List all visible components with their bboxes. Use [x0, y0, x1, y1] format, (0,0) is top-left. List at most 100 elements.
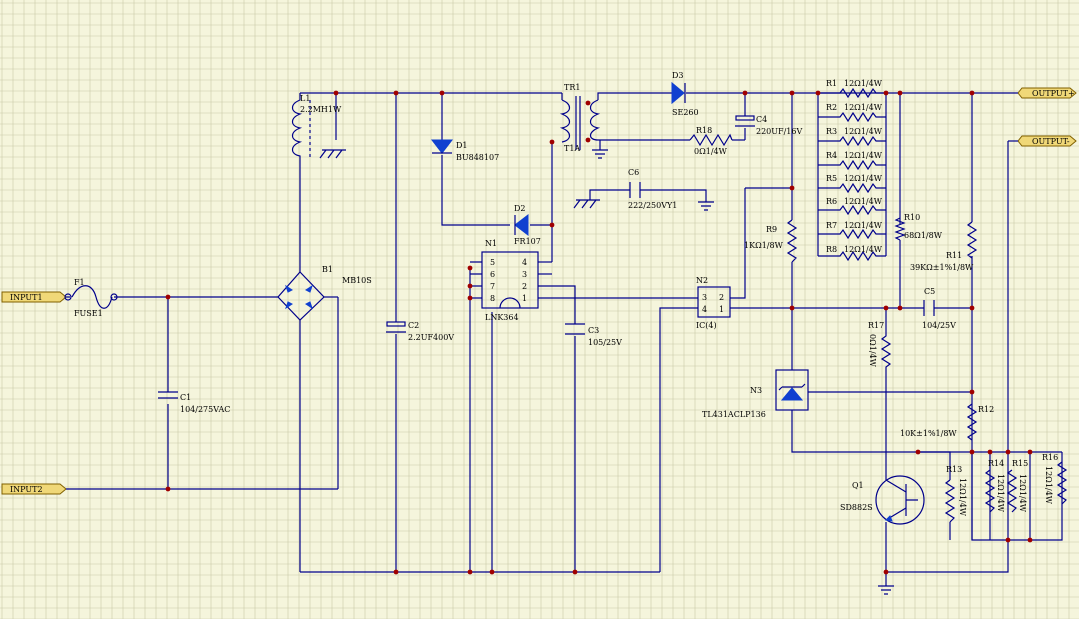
resistor-r3[interactable]: R3 12Ω1/4W: [818, 127, 886, 147]
n2-value: IC(4): [696, 321, 717, 330]
port-input2[interactable]: INPUT2: [1, 483, 67, 495]
c3-ref: C3: [588, 326, 599, 335]
q1-ref: Q1: [852, 481, 864, 490]
capacitor-c5[interactable]: C5 104/25V: [922, 287, 956, 330]
earth-symbol-c6: [573, 199, 600, 209]
n1-pin-left-1: 5: [490, 258, 495, 267]
r15-value: 12Ω1/4W: [1018, 474, 1027, 513]
n1-pin-right-1: 4: [522, 258, 527, 267]
d3-ref: D3: [672, 71, 684, 80]
r18-ref: R18: [696, 126, 712, 135]
ground-symbol-c6: [698, 201, 714, 211]
resistor-r1[interactable]: R1 12Ω1/4W: [818, 79, 886, 99]
r14-ref: R14: [988, 459, 1004, 468]
b1-value: MB10S: [342, 276, 372, 285]
capacitor-c4[interactable]: C4 220UF/16V: [735, 115, 802, 136]
c5-value: 104/25V: [922, 321, 956, 330]
f1-value: FUSE1: [74, 309, 103, 318]
port-input1-label: INPUT1: [10, 293, 43, 302]
optocoupler-n2[interactable]: 3 2 4 1 N2 IC(4): [696, 276, 731, 330]
r7-value: 12Ω1/4W: [844, 221, 883, 230]
port-output-minus-label: OUTPUT-: [1032, 137, 1070, 146]
resistor-r15[interactable]: R15 12Ω1/4W: [1006, 459, 1028, 513]
r15-ref: R15: [1012, 459, 1028, 468]
n1-pin-left-4: 8: [490, 294, 495, 303]
resistor-r13[interactable]: R13 12Ω1/4W: [944, 465, 967, 523]
r4-ref: R4: [826, 151, 837, 160]
ic-n1-lnk364[interactable]: 5 6 7 8 4 3 2 1 N1 LNK364: [470, 239, 539, 322]
resistor-r4[interactable]: R4 12Ω1/4W: [818, 151, 886, 171]
diode-d2[interactable]: D2 FR107: [514, 204, 541, 246]
r6-value: 12Ω1/4W: [844, 197, 883, 206]
r6-ref: R6: [826, 197, 837, 206]
r12-value: 10K±1%1/8W: [900, 429, 957, 438]
resistor-r7[interactable]: R7 12Ω1/4W: [818, 221, 886, 240]
b1-ref: B1: [322, 265, 333, 274]
fuse-f1[interactable]: F1 FUSE1: [64, 278, 118, 318]
resistor-r10[interactable]: R10 68Ω1/8W: [894, 213, 943, 241]
d1-ref: D1: [456, 141, 468, 150]
c4-ref: C4: [756, 115, 767, 124]
r17-value: 0Ω1/4W: [868, 334, 877, 368]
resistor-r18[interactable]: R18 0Ω1/4W: [689, 126, 733, 156]
diode-d3[interactable]: D3 SE260: [671, 71, 699, 117]
capacitor-c6[interactable]: C6 222/250VY1: [628, 168, 677, 210]
bridge-rectifier-b1[interactable]: B1 MB10S: [277, 265, 372, 321]
r10-value: 68Ω1/8W: [904, 231, 943, 240]
inductor-l1[interactable]: L1 2.2MH1W: [291, 94, 342, 163]
r5-ref: R5: [826, 174, 837, 183]
r13-value: 12Ω1/4W: [958, 478, 967, 517]
n1-ref: N1: [485, 239, 497, 248]
n2-pin-4: 1: [719, 305, 724, 314]
r7-ref: R7: [826, 221, 837, 230]
transformer-tr1[interactable]: TR1 T1A: [559, 83, 601, 153]
resistor-r17[interactable]: R17 0Ω1/4W: [868, 320, 892, 370]
resistor-r6[interactable]: R6 12Ω1/4W: [818, 197, 886, 216]
c6-ref: C6: [628, 168, 639, 177]
junctions: [165, 90, 1033, 575]
r10-ref: R10: [904, 213, 920, 222]
n2-pin-1: 3: [702, 293, 707, 302]
port-input1[interactable]: INPUT1: [1, 291, 67, 303]
shunt-regulator-n3[interactable]: N3 TL431ACLP136: [702, 369, 809, 419]
resistor-r16[interactable]: R16 12Ω1/4W: [1042, 453, 1068, 505]
port-output-plus[interactable]: OUTPUT+: [1017, 87, 1077, 99]
capacitor-c2[interactable]: C2 2.2UF400V: [386, 321, 454, 342]
resistor-r2[interactable]: R2 12Ω1/4W: [818, 103, 886, 123]
r1-ref: R1: [826, 79, 837, 88]
port-output-plus-label: OUTPUT+: [1032, 89, 1075, 98]
c1-value: 104/275VAC: [180, 405, 230, 414]
n3-value: TL431ACLP136: [702, 410, 766, 419]
resistor-r8[interactable]: R8 12Ω1/4W: [818, 245, 886, 262]
n3-ref: N3: [750, 386, 762, 395]
resistor-r11[interactable]: R11 39KΩ±1%1/8W: [910, 221, 978, 272]
n1-pin-left-3: 7: [490, 282, 495, 291]
tr1-value: T1A: [564, 144, 580, 153]
resistor-r14[interactable]: R14 12Ω1/4W: [984, 459, 1005, 513]
r5-value: 12Ω1/4W: [844, 174, 883, 183]
r8-ref: R8: [826, 245, 837, 254]
r17-ref: R17: [868, 321, 884, 330]
capacitor-c1[interactable]: C1 104/275VAC: [158, 391, 230, 414]
c4-value: 220UF/16V: [756, 127, 802, 136]
capacitor-c3[interactable]: C3 105/25V: [565, 323, 622, 347]
earth-symbol-l1: [319, 149, 346, 159]
c3-value: 105/25V: [588, 338, 622, 347]
d3-value: SE260: [672, 108, 699, 117]
diode-d1[interactable]: D1 BU848107: [430, 139, 499, 162]
r3-value: 12Ω1/4W: [844, 127, 883, 136]
resistor-r5[interactable]: R5 12Ω1/4W: [818, 174, 886, 194]
resistor-r9[interactable]: R9 1KΩ1/8W: [744, 219, 798, 263]
f1-ref: F1: [74, 278, 85, 287]
q1-value: SD882S: [840, 503, 873, 512]
n2-ref: N2: [696, 276, 708, 285]
transistor-q1[interactable]: Q1 SD882S: [840, 475, 925, 525]
c2-value: 2.2UF400V: [408, 333, 454, 342]
resistor-r12[interactable]: R12 10K±1%1/8W: [900, 403, 994, 441]
port-input2-label: INPUT2: [10, 485, 43, 494]
d2-value: FR107: [514, 237, 541, 246]
l1-ref: L1: [300, 94, 310, 103]
port-output-minus[interactable]: OUTPUT-: [1017, 135, 1077, 147]
